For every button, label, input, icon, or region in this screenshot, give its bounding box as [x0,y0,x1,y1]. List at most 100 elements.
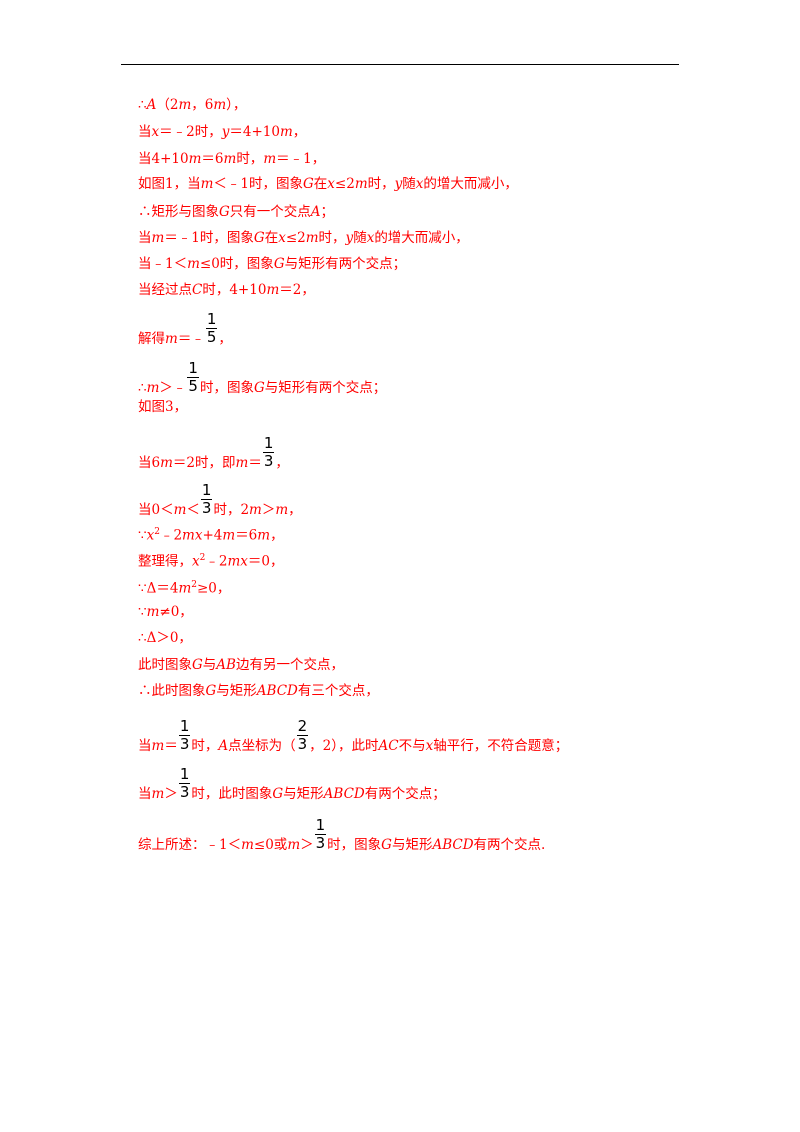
math-variable: m [266,282,280,298]
text-run: 在 [264,230,279,246]
fraction-numerator: 1 [205,310,218,329]
math-variable: x [366,230,375,246]
text-run: ∵ [138,527,147,544]
math-variable: y [221,124,230,140]
text-run: 随 [402,176,416,192]
fraction-denominator: 3 [179,783,190,801]
text-run: 轴平行，不符合题意； [433,738,569,754]
text-run: ≤0时，图象 [199,256,274,272]
text-run: 当 [138,738,152,754]
text-run: ﹣2 [205,553,228,570]
text-run: ＝6 [235,527,258,544]
math-variable: m [146,604,160,620]
text-run: 与矩形有两个交点； [284,256,407,272]
text-run: 有两个交点. [473,837,546,853]
math-variable: ABCD [256,683,298,699]
math-variable: m [263,151,277,167]
text-run: ∴此时图象 [138,683,206,699]
text-run: ＝2， [279,282,315,298]
math-variable: AB [216,657,236,673]
math-variable: C [192,282,203,298]
fraction-numerator: 1 [178,717,191,736]
text-run: 的增大而减小， [374,230,469,246]
text-run: ＞ [164,786,178,802]
math-variable: A [146,97,157,113]
text-run: ＝﹣2时， [159,124,222,140]
text-run: ＝6 [201,151,224,167]
text-run: 时， [191,738,219,754]
text-run: 在 [313,176,328,192]
solution-line: 如图3， [138,398,187,416]
text-run: 综上所述：﹣1＜ [138,837,242,853]
text-run: 随 [353,230,367,246]
math-variable: x [278,230,286,246]
math-variable: x [415,176,424,192]
math-variable: ABCD [323,786,365,802]
text-run: ＞﹣ [159,380,187,396]
text-run: +4 [202,527,223,544]
text-run: 时， [318,230,346,246]
text-run: ＝0， [247,553,284,570]
solution-line: ∴矩形与图象G只有一个交点A； [138,203,334,221]
text-run: ＞ [261,502,276,518]
text-run: ＝﹣1， [276,151,326,167]
solution-line: 此时图象G与AB边有另一个交点， [138,656,344,674]
math-variable: x [327,176,335,192]
fraction-numerator: 1 [187,359,199,378]
text-run: ＝﹣1时，图象 [164,230,254,246]
text-run: ＝2时，即 [172,455,236,471]
text-run: 有两个交点； [364,786,446,802]
math-variable: x [151,124,160,140]
solution-line: 当m＝﹣1时，图象G在x≤2m时，y随x的增大而减小， [138,229,469,247]
solution-line: ∵x2﹣2mx+4m＝6m， [138,523,284,545]
text-run: 此时图象 [138,657,192,673]
math-variable: m [241,837,254,853]
text-run: ≤0或 [253,837,288,853]
fraction-denominator: 3 [201,499,212,517]
math-variable: x [425,738,434,754]
text-run: 当6 [138,455,161,471]
fraction-denominator: 3 [263,452,274,470]
text-run: 的增大而减小， [423,176,518,192]
text-run: 整理得， [138,553,192,570]
text-run: 当 [138,230,152,246]
math-variable: G [192,657,203,673]
solution-line: 当x＝﹣2时，y＝4+10m， [138,123,306,141]
solution-line: 当4+10m＝6m时，m＝﹣1， [138,150,325,168]
fraction-numerator: 1 [200,481,213,500]
text-run: ≤2 [285,230,306,246]
math-variable: m [354,176,368,192]
text-run: （2 [156,97,179,113]
math-variable: m [279,124,293,140]
math-variable: m [151,230,165,246]
fraction-numerator: 1 [314,816,327,835]
math-variable: m [235,455,249,471]
text-run: 如图1，当 [138,176,201,192]
text-run: ＝ [248,455,262,471]
text-run: ∵Δ＝4 [138,580,179,597]
text-run: 当经过点 [138,282,192,298]
solution-line: 如图1，当m＜﹣1时，图象G在x≤2m时，y随x的增大而减小， [138,175,518,193]
math-variable: m [287,837,301,853]
text-run: 只有一个交点 [229,204,311,220]
math-variable: y [394,176,403,192]
solution-line: ∴A（2m，6m）， [138,96,246,114]
text-run: 解得 [138,331,165,347]
text-run: ， [292,124,307,140]
text-run: ∴Δ＞0， [138,630,192,646]
text-run: ∴ [138,97,147,113]
text-run: ）， [226,97,247,113]
math-variable: G [272,786,284,802]
text-run: ＞ [300,837,314,853]
text-run: ， [288,502,302,518]
